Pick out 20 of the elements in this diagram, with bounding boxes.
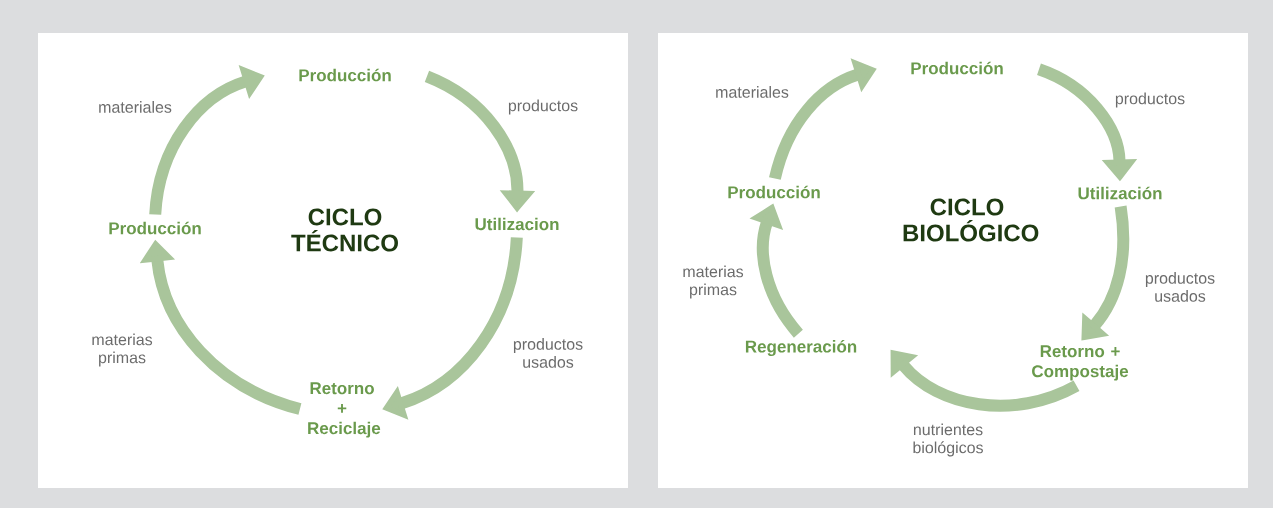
stage-label: Utilizacion <box>475 217 559 231</box>
stage-label: Producción <box>109 221 201 235</box>
edge-label: productos usados <box>1145 272 1215 302</box>
stage-label: Producción <box>911 61 1003 75</box>
edge-label: nutrientes biológicos <box>913 423 983 457</box>
edge-label: materiales <box>716 86 789 98</box>
edge-label: materias primas <box>683 265 744 299</box>
cycle-title: CICLO TÉCNICO <box>291 208 398 252</box>
edge-label: materias primas <box>92 333 153 367</box>
stage-label: Utilización <box>1078 186 1162 200</box>
stage-label: Producción <box>728 185 820 199</box>
edge-label: productos <box>508 99 578 115</box>
edge-label: productos usados <box>513 338 583 368</box>
stage-label: Producción <box>299 68 391 82</box>
stage-label: Regeneración <box>745 339 857 357</box>
stage-label: Retorno + Reciclaje <box>308 382 381 438</box>
edge-label: productos <box>1115 92 1185 108</box>
stage-label: Retorno + Compostaje <box>1032 345 1129 381</box>
edge-label: materiales <box>99 101 172 113</box>
cycle-title: CICLO BIOLÓGICO <box>903 198 1039 242</box>
